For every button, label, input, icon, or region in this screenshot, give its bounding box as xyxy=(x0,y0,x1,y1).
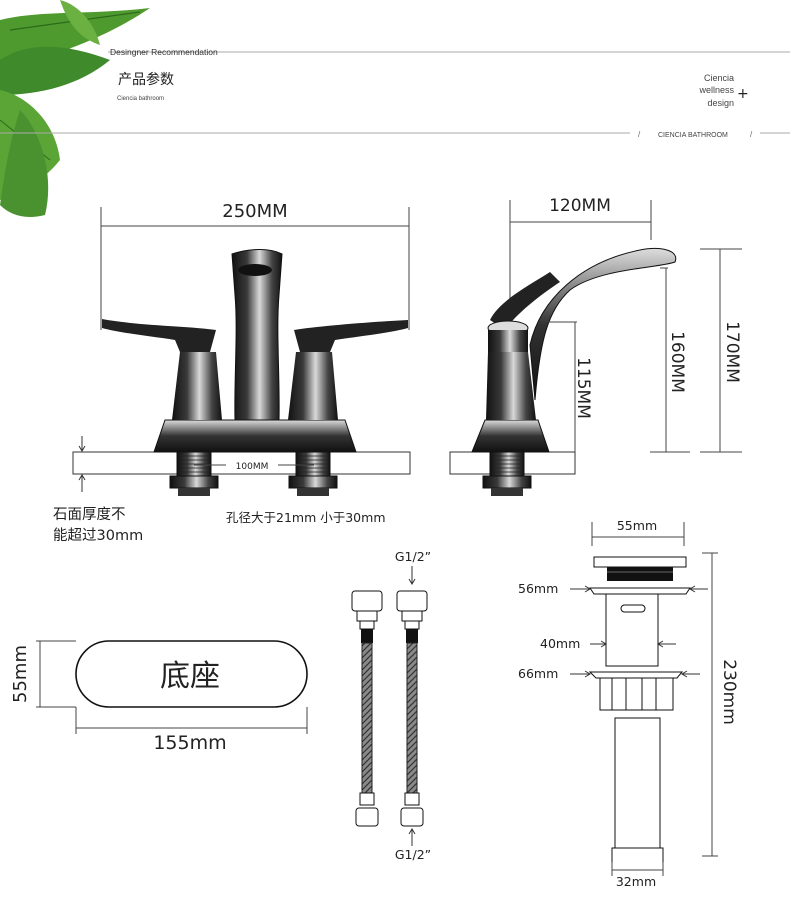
drain-tail-label: 32mm xyxy=(616,874,656,889)
hole-spacing-label: 100MM xyxy=(236,462,269,472)
hose-bottom-thread-label: G1/2” xyxy=(395,847,431,862)
hole-diameter-note: 孔径大于21mm 小于30mm xyxy=(226,510,386,525)
supply-hoses: G1/2” G1/2” xyxy=(351,549,431,862)
faucet-side-view: 120MM 115MM 160MM 170MM xyxy=(449,196,742,496)
height-170-label: 170MM xyxy=(722,321,742,383)
tag-slash-right: / xyxy=(750,130,753,139)
spout-reach-label: 120MM xyxy=(549,196,611,216)
tag-slash-left: / xyxy=(638,130,641,139)
height-115-label: 115MM xyxy=(573,357,593,419)
base-plate-label: 底座 xyxy=(160,659,220,694)
page-title: 产品参数 xyxy=(118,71,174,88)
base-height-label: 55mm xyxy=(10,645,31,703)
drain-diagram: 55mm 56mm 40mm 66mm xyxy=(518,518,739,889)
drain-body-label: 40mm xyxy=(540,636,580,651)
hose-top-thread-label: G1/2” xyxy=(395,549,431,564)
base-width-label: 155mm xyxy=(153,732,226,754)
drain-top-width-label: 55mm xyxy=(617,518,657,533)
drain-nut-label: 66mm xyxy=(518,666,558,681)
brand-small: Ciencia bathroom xyxy=(117,96,164,102)
brand-line-1: Ciencia xyxy=(704,73,734,83)
brand-tag: CIENCIA BATHROOM xyxy=(658,132,728,139)
brand-line-2: wellness xyxy=(698,85,734,95)
height-160-label: 160MM xyxy=(667,331,687,393)
header-subtitle: Desingner Recommendation xyxy=(110,47,218,57)
stone-note-line-2: 能超过30mm xyxy=(53,527,143,544)
brand-line-3: design xyxy=(707,98,734,108)
base-plate-diagram: 底座 55mm 155mm xyxy=(10,640,308,754)
drain-flange-label: 56mm xyxy=(518,581,558,596)
drain-height-label: 230mm xyxy=(719,659,739,725)
stone-note-line-1: 石面厚度不 xyxy=(53,506,126,523)
faucet-width-label: 250MM xyxy=(222,201,287,222)
faucet-front-view: 250MM 100MM 石面厚度不 能超过30mm 孔径大 xyxy=(53,201,411,544)
plus-icon: + xyxy=(737,86,749,102)
leaf-decoration xyxy=(0,0,150,217)
